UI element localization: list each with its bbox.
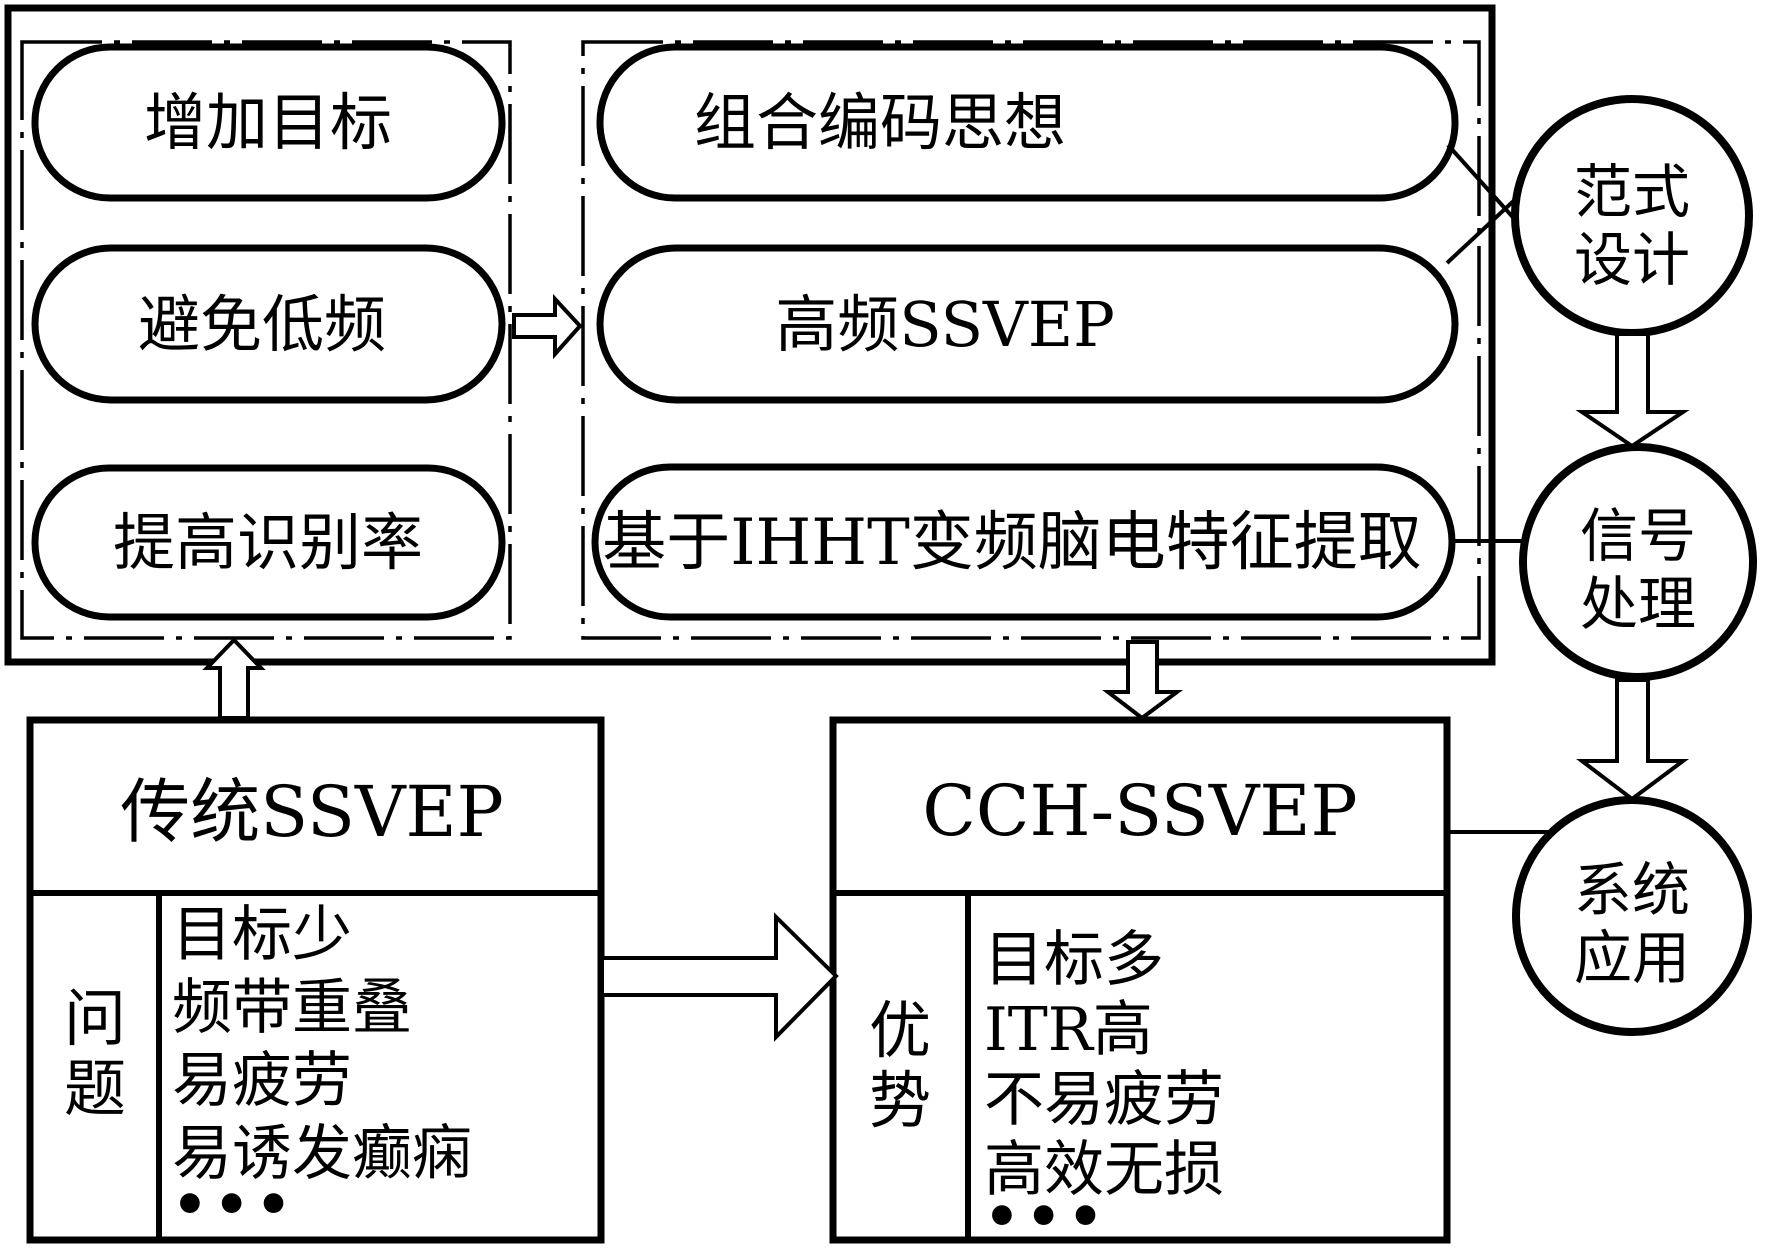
traditional-item: 易诱发癫痫 <box>172 1119 472 1189</box>
pill-high-freq-ssvep-label: 高频SSVEP <box>775 288 1115 361</box>
cch-ssvep-box <box>829 716 1451 1244</box>
methods-dashed-box <box>581 40 1481 640</box>
pill-add-targets <box>31 43 506 202</box>
cch-item: 不易疲劳 <box>984 1065 1224 1135</box>
arrow-down-paradigm-to-signal-icon <box>1575 332 1690 449</box>
arrow-right-goals-to-methods-icon <box>512 293 583 360</box>
circle-signal-processing <box>1519 443 1757 681</box>
pill-combined-coding-label: 组合编码思想 <box>694 86 1066 159</box>
traditional-item: 目标少 <box>172 900 352 970</box>
arrow-right-traditional-to-cch-icon <box>600 912 839 1042</box>
cch-item: 高效无损 <box>984 1135 1224 1205</box>
cch-item: 目标多 <box>984 925 1164 995</box>
circle-system-line2: 应用 <box>1574 924 1690 992</box>
pill-avoid-low-freq <box>31 244 506 404</box>
traditional-item: 频带重叠 <box>172 973 412 1043</box>
circle-signal-line1: 信号 <box>1580 502 1696 570</box>
pill-improve-accuracy <box>31 464 506 621</box>
cch-title: CCH-SSVEP <box>922 770 1357 852</box>
traditional-label-char1: 问 <box>64 982 126 1055</box>
pill-improve-accuracy-label: 提高识别率 <box>113 506 423 579</box>
circle-system-line1: 系统 <box>1574 856 1690 924</box>
pill-avoid-low-freq-label: 避免低频 <box>138 288 386 361</box>
traditional-item-ellipsis: ••• <box>172 1172 297 1238</box>
cch-item: ITR高 <box>984 995 1153 1065</box>
pill-ihht-feature-extraction-label: 基于IHHT变频脑电特征提取 <box>602 506 1422 580</box>
traditional-ssvep-box <box>26 716 605 1244</box>
traditional-label-char2: 题 <box>64 1052 126 1125</box>
pill-add-targets-label: 增加目标 <box>144 86 392 159</box>
goals-dashed-box <box>20 40 512 640</box>
arrow-up-traditional-to-goals-icon <box>202 637 266 720</box>
arrow-down-signal-to-system-icon <box>1576 678 1690 802</box>
circle-paradigm-line2: 设计 <box>1574 226 1690 294</box>
cch-item-ellipsis: ••• <box>984 1184 1109 1250</box>
pill-high-freq-ssvep <box>596 244 1459 404</box>
circle-signal-line2: 处理 <box>1580 570 1696 638</box>
pill-combined-coding <box>596 43 1459 202</box>
cch-label-char2: 势 <box>869 1064 931 1137</box>
circle-paradigm-line1: 范式 <box>1574 158 1690 226</box>
connector-highfreq-to-paradigm <box>1445 192 1523 265</box>
cch-label-char1: 优 <box>869 994 931 1067</box>
outer-frame-box <box>4 4 1496 666</box>
traditional-title: 传统SSVEP <box>120 771 503 853</box>
traditional-item: 易疲劳 <box>172 1046 352 1116</box>
arrow-down-methods-to-cch-icon <box>1102 640 1184 721</box>
